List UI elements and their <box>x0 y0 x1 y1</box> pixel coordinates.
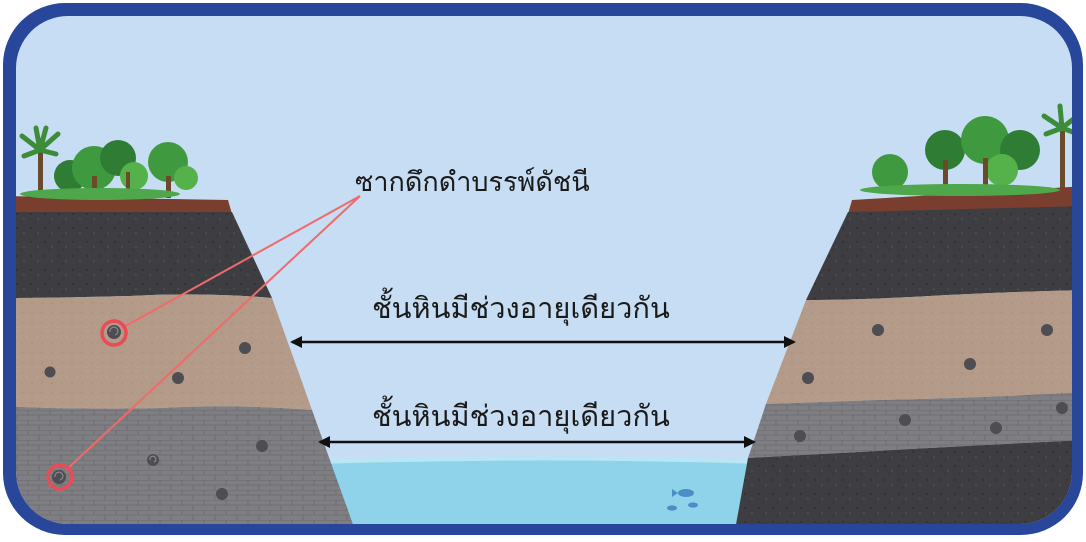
index-fossil-label: ซากดึกดำบรรพ์ดัชนี <box>355 167 590 198</box>
left-gray-layer <box>16 406 355 524</box>
right-gray-layer <box>748 392 1072 458</box>
left-cliff <box>16 196 355 524</box>
left-topsoil <box>16 196 232 214</box>
water <box>320 458 760 524</box>
lower-correlation-label: ชั้นหินมีช่วงอายุเดียวกัน <box>372 399 670 433</box>
right-trees-icon <box>860 103 1072 196</box>
fossil-highlight-lower <box>46 463 74 491</box>
right-dark-layer <box>806 206 1072 300</box>
upper-correlation-label: ชั้นหินมีช่วงอายุเดียวกัน <box>372 291 670 325</box>
right-tan-layer <box>766 290 1072 404</box>
right-bottom-dark-layer <box>735 440 1072 524</box>
left-trees-icon <box>19 125 198 200</box>
left-dark-layer <box>16 212 272 298</box>
fossil-highlight-upper <box>100 319 128 347</box>
left-tan-layer <box>16 294 312 410</box>
right-cliff <box>735 186 1072 524</box>
fossil-pointer-lines <box>65 195 361 471</box>
fish-icon <box>667 489 698 511</box>
